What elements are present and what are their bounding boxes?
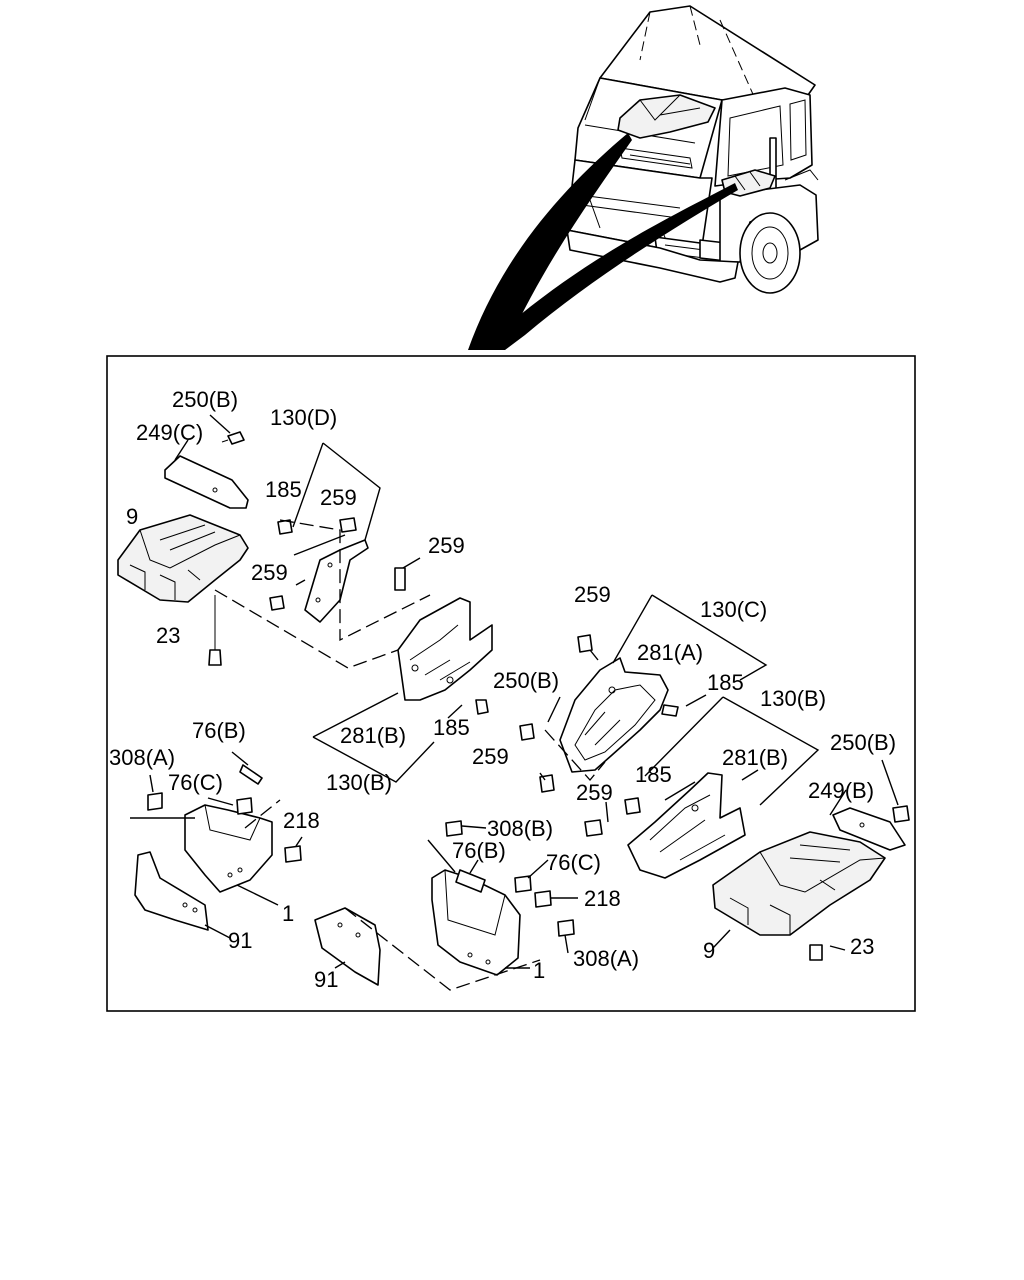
callout-label-c249c: 249(C) (136, 420, 203, 445)
callout-label-c218_m: 218 (584, 886, 621, 911)
callout-label-c91_l: 91 (228, 928, 252, 953)
callout-label-c250b_l: 250(B) (172, 387, 238, 412)
callout-label-c259_e: 259 (472, 744, 509, 769)
callout-label-c185_mr: 185 (707, 670, 744, 695)
callout-label-c76b_l: 76(B) (192, 718, 246, 743)
callout-label-c130b_r: 130(B) (760, 686, 826, 711)
callout-label-c185_ml: 185 (433, 715, 470, 740)
callout-label-c218_l: 218 (283, 808, 320, 833)
callout-label-c308b: 308(B) (487, 816, 553, 841)
callout-label-c76c_l: 76(C) (168, 770, 223, 795)
callout-label-c259_d: 259 (574, 582, 611, 607)
callout-label-c185_r: 185 (635, 762, 672, 787)
callout-label-c308a_m: 308(A) (573, 946, 639, 971)
callout-label-c91_m: 91 (314, 967, 338, 992)
callout-label-c259_f: 259 (576, 780, 613, 805)
callout-label-c76c_m: 76(C) (546, 850, 601, 875)
callout-label-c250b_r: 250(B) (830, 730, 896, 755)
callout-label-c1_l: 1 (282, 901, 294, 926)
left-lower-assembly (130, 751, 303, 939)
callout-label-c308a_l: 308(A) (109, 745, 175, 770)
callout-label-c76b_m: 76(B) (452, 838, 506, 863)
callout-label-c23_r: 23 (850, 934, 874, 959)
callout-label-c9_l: 9 (126, 504, 138, 529)
right-assembly (584, 759, 910, 961)
callout-label-c281b_l: 281(B) (340, 723, 406, 748)
callout-label-c259_a: 259 (320, 485, 357, 510)
callout-label-c130b_l: 130(B) (326, 770, 392, 795)
callout-label-c259_c: 259 (251, 560, 288, 585)
callout-label-c23_l: 23 (156, 623, 180, 648)
callout-label-c281a: 281(A) (637, 640, 703, 665)
callout-label-c130c: 130(C) (700, 597, 767, 622)
callout-label-c259_b: 259 (428, 533, 465, 558)
callout-label-c281b_r: 281(B) (722, 745, 788, 770)
callout-label-c249b: 249(B) (808, 778, 874, 803)
detail-frame (106, 355, 916, 1012)
left-upper-assembly (117, 414, 493, 783)
middle-lower-assembly (314, 820, 578, 991)
middle-right-assembly (519, 594, 820, 806)
callout-label-c9_r: 9 (703, 938, 715, 963)
truck-cab-illustration (468, 5, 819, 350)
callout-label-c185_tl: 185 (265, 477, 302, 502)
callout-label-c130d: 130(D) (270, 405, 337, 430)
callout-label-c1_m: 1 (533, 958, 545, 983)
callout-label-c250b_m: 250(B) (493, 668, 559, 693)
